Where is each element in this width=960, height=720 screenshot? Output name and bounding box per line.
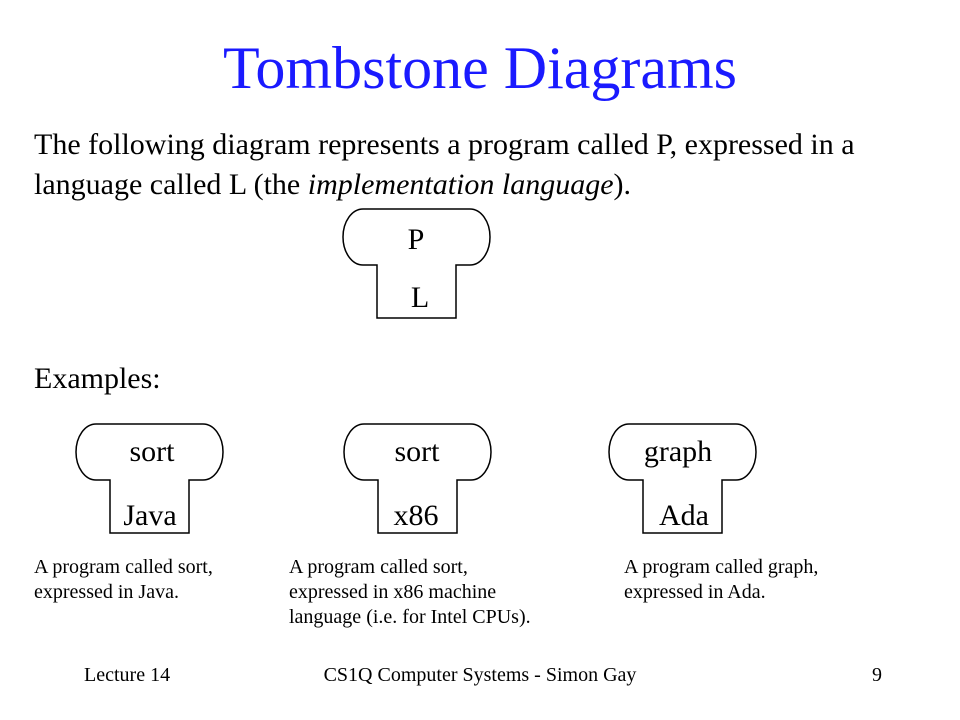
intro-line-1: The following diagram represents a progr…: [34, 128, 855, 161]
tombstone-example-3-language: Ada: [659, 499, 709, 532]
examples-label: Examples:: [34, 362, 161, 395]
tombstone-example-2-program: sort: [395, 435, 441, 468]
intro-line-2-end: ).: [613, 168, 632, 201]
caption-example-1-line: expressed in Java.: [34, 581, 179, 603]
tombstone-example-2-outline: [343, 423, 492, 534]
footer-course: CS1Q Computer Systems - Simon Gay: [323, 664, 637, 686]
caption-example-3-line: A program called graph,: [624, 556, 819, 578]
caption-example-2: A program called sort, expressed in x86 …: [289, 555, 609, 630]
implementation-language-term: implementation language: [307, 168, 614, 201]
tombstone-main-language: L: [411, 281, 429, 314]
caption-example-2-line: language (i.e. for Intel CPUs).: [289, 606, 531, 628]
caption-example-3-line: expressed in Ada.: [624, 581, 766, 603]
tombstone-example-2: sort x86: [343, 423, 492, 534]
footer-page-number: 9: [872, 664, 882, 686]
tombstone-main-program: P: [408, 223, 425, 256]
caption-example-3: A program called graph, expressed in Ada…: [624, 555, 944, 605]
tombstone-example-3-program: graph: [644, 435, 712, 468]
caption-example-2-line: expressed in x86 machine: [289, 581, 497, 603]
tombstone-main: P L: [342, 208, 491, 319]
intro-line-2: language called L (the implementation la…: [34, 167, 934, 203]
tombstone-example-1: sort Java: [75, 423, 224, 534]
tombstone-example-3: graph Ada: [608, 423, 757, 534]
slide-title: Tombstone Diagrams: [222, 35, 738, 101]
tombstone-example-1-program: sort: [130, 435, 176, 468]
tombstone-example-1-outline: [75, 423, 224, 534]
caption-example-1: A program called sort, expressed in Java…: [34, 555, 354, 605]
footer-lecture: Lecture 14: [84, 664, 171, 686]
tombstone-main-outline: [342, 208, 491, 319]
tombstone-example-1-language: Java: [123, 499, 176, 532]
caption-example-2-line: A program called sort,: [289, 556, 468, 578]
tombstone-example-3-outline: [608, 423, 757, 534]
caption-example-1-line: A program called sort,: [34, 556, 213, 578]
intro-line-2-start: language called L (the: [34, 168, 308, 201]
tombstone-example-2-language: x86: [394, 499, 439, 532]
